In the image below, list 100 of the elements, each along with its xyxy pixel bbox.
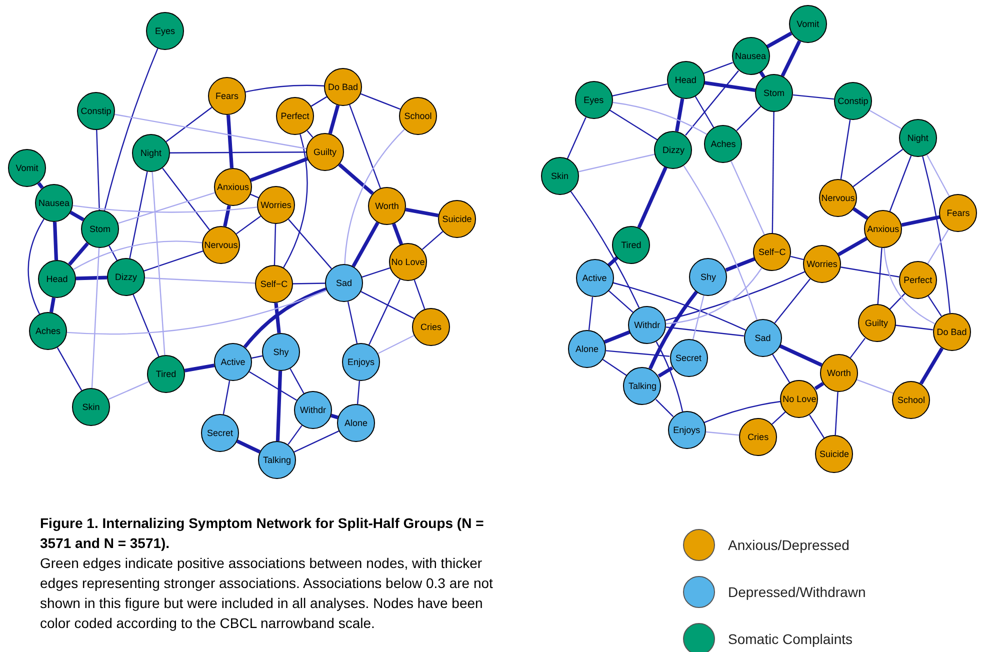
network-edge	[422, 231, 444, 250]
network-edge	[250, 157, 308, 182]
network-edge	[852, 148, 904, 188]
network-edge	[360, 291, 414, 319]
network-edge	[243, 288, 327, 348]
symptom-node: Nausea	[732, 37, 770, 75]
network-edge	[889, 156, 912, 212]
network-edge	[666, 326, 744, 336]
network-edge	[602, 359, 627, 376]
network-edge	[704, 400, 781, 424]
symptom-node: Guilty	[858, 304, 896, 342]
network-edge	[780, 40, 802, 77]
network-edge	[349, 104, 381, 188]
symptom-node: Tired	[147, 355, 185, 393]
symptom-node: Fears	[939, 194, 978, 232]
symptom-node: Worth	[368, 187, 406, 225]
network-edge	[578, 154, 656, 172]
network-edge	[37, 182, 44, 190]
network-edge	[840, 266, 900, 278]
symptom-node: Fears	[208, 77, 246, 115]
symptom-node: Active	[214, 343, 252, 381]
network-edge	[52, 222, 58, 260]
network-edge	[132, 294, 160, 357]
network-edge	[692, 295, 704, 340]
network-edge	[66, 290, 327, 335]
symptom-node: Dizzy	[654, 131, 692, 169]
symptom-node: Withdr	[294, 391, 332, 429]
network-edge	[368, 278, 400, 346]
symptom-node: Cries	[412, 308, 450, 346]
symptom-node: Nausea	[35, 184, 73, 222]
network-edge	[609, 110, 658, 140]
symptom-node: Enjoys	[668, 411, 706, 449]
network-edge	[683, 166, 758, 320]
network-edge	[114, 114, 306, 150]
network-edge	[704, 80, 756, 92]
network-edge	[49, 297, 56, 313]
network-edge	[70, 210, 84, 222]
network-edge	[637, 166, 668, 228]
network-edge	[648, 290, 698, 370]
symptom-node: Suicide	[815, 435, 854, 473]
network-edge	[274, 302, 281, 334]
symptom-node: Night	[132, 134, 170, 172]
network-edge	[91, 248, 100, 388]
symptom-node: Secret	[670, 339, 708, 377]
network-edge	[604, 330, 630, 344]
symptom-node: Sad	[744, 319, 782, 357]
network-edge	[766, 32, 792, 48]
network-edge	[118, 192, 216, 224]
network-edge	[840, 120, 851, 180]
network-edge	[790, 256, 804, 260]
figure-title: Figure 1. Internalizing Symptom Network for Split-Half Groups (N = 3571 and N = 3571).	[40, 514, 485, 553]
symptom-node: Nervous	[818, 179, 857, 217]
network-edge	[850, 338, 866, 358]
symptom-node: Withdr	[628, 306, 666, 344]
symptom-node: Aches	[704, 125, 742, 163]
symptom-node: Worth	[820, 354, 858, 392]
symptom-node: No Love	[780, 380, 818, 418]
network-edge	[414, 280, 426, 310]
network-edge	[612, 83, 668, 97]
network-edge	[72, 204, 258, 213]
network-edge	[606, 350, 670, 357]
symptom-node: Talking	[623, 367, 662, 405]
network-edge	[772, 112, 774, 233]
network-edge	[223, 205, 231, 227]
symptom-node: Stom	[755, 74, 794, 112]
network-edge	[809, 414, 825, 438]
symptom-node: Alone	[337, 404, 375, 442]
symptom-node: Talking	[258, 441, 296, 479]
network-edge	[362, 267, 390, 278]
symptom-node: Self−C	[255, 265, 293, 303]
network-edge	[612, 102, 708, 135]
network-edge	[288, 425, 302, 445]
network-edge	[251, 355, 263, 359]
symptom-node: School	[399, 97, 437, 135]
symptom-node: Shy	[262, 333, 300, 371]
symptom-node: Enjoys	[342, 343, 380, 381]
network-edge	[838, 236, 868, 256]
symptom-node: Night	[898, 119, 937, 157]
network-edge	[108, 381, 149, 400]
network-edge	[352, 222, 380, 268]
network-edge	[725, 257, 756, 272]
symptom-node: Aches	[29, 312, 67, 350]
network-edge	[901, 215, 940, 227]
symptom-node: School	[892, 381, 930, 419]
network-edge	[283, 134, 308, 268]
network-edge	[877, 248, 882, 304]
symptom-node: Sad	[325, 264, 363, 302]
network-edge	[889, 293, 906, 310]
network-edge	[922, 156, 951, 314]
symptom-node: Skin	[540, 157, 579, 195]
legend-label: Depressed/Withdrawn	[728, 582, 866, 602]
network-edge	[919, 347, 944, 385]
symptom-node: Suicide	[438, 200, 476, 238]
symptom-node: Anxious	[214, 168, 252, 206]
network-edge	[856, 379, 894, 394]
legend-label: Somatic Complaints	[728, 630, 852, 649]
network-edge	[736, 106, 762, 131]
symptom-node: Skin	[72, 388, 110, 426]
network-edge	[56, 347, 82, 391]
network-edge	[338, 163, 374, 195]
